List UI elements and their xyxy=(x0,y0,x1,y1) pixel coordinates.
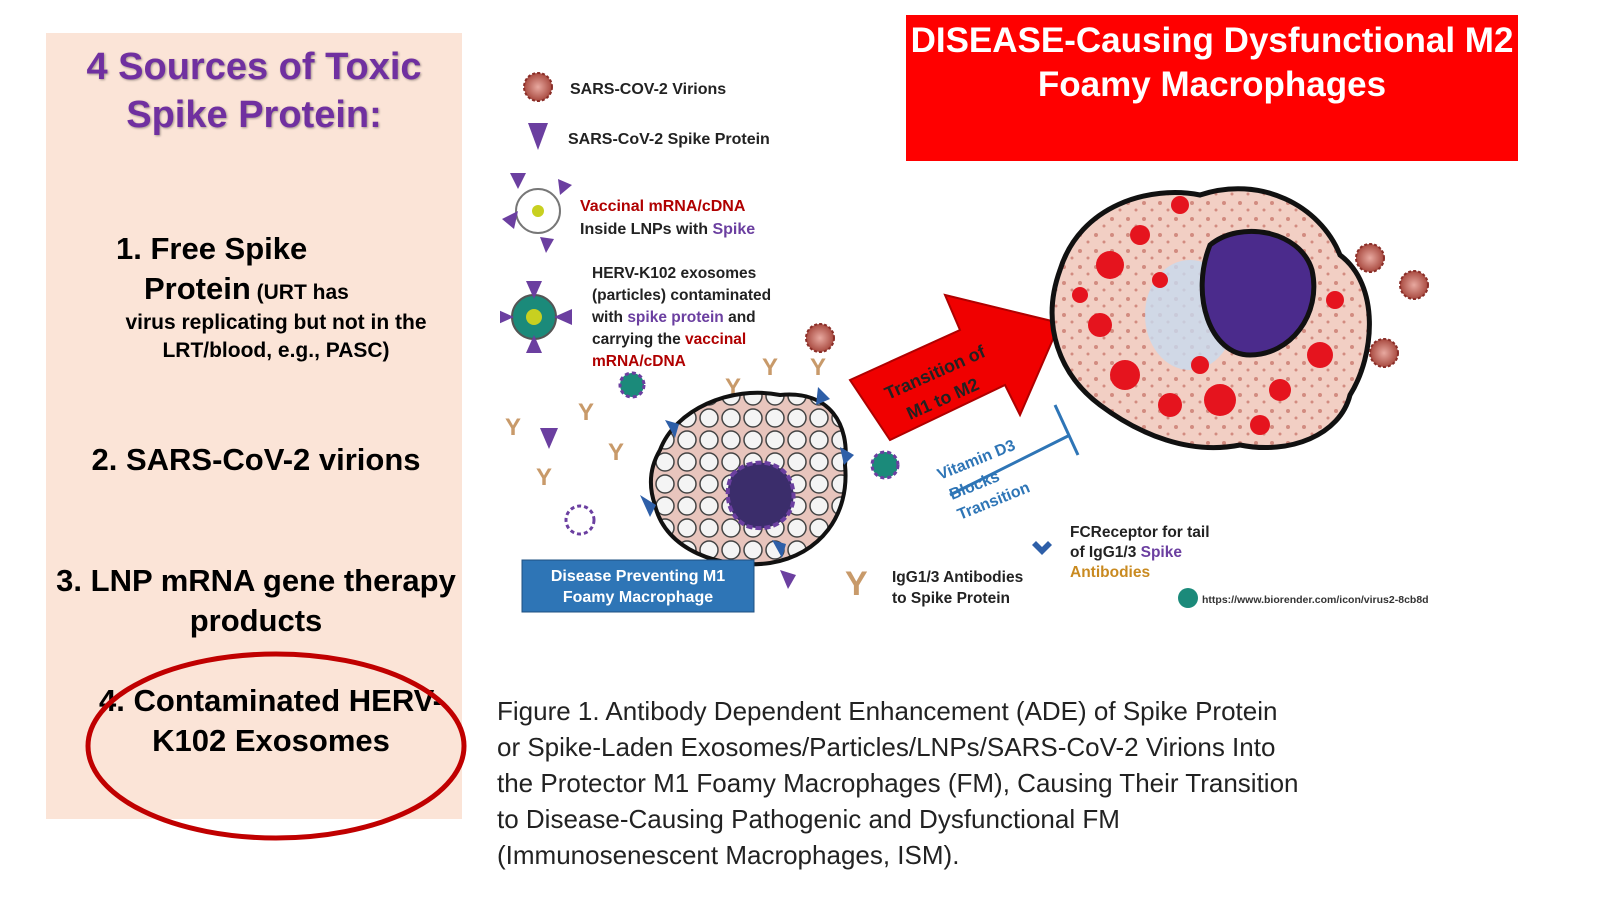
credit-virus-icon xyxy=(1178,588,1198,608)
svg-text:Y: Y xyxy=(810,354,826,381)
highlight-circle xyxy=(85,651,467,841)
legend-herv-4: carrying the vaccinal xyxy=(592,331,746,348)
caption-line-3: the Protector M1 Foamy Macrophages (FM),… xyxy=(497,768,1299,798)
m1-macrophage-cell xyxy=(640,387,854,567)
fc-label-3: Antibodies xyxy=(1070,564,1150,581)
disease-banner: DISEASE-Causing Dysfunctional M2 Foamy M… xyxy=(906,15,1518,161)
source-2-text: 2. SARS-CoV-2 virions xyxy=(91,442,421,477)
m2-macrophage-cell xyxy=(1049,186,1429,451)
legend-lnp-2: Inside LNPs with Spike xyxy=(580,221,755,238)
legend-spike: SARS-CoV-2 Spike Protein xyxy=(568,131,770,148)
left-panel: 4 Sources of Toxic Spike Protein: 1. Fre… xyxy=(46,33,462,819)
source-4-text: 4. Contaminated HERV-K102 Exosomes xyxy=(99,683,443,758)
legend-herv-5: mRNA/cDNA xyxy=(592,353,686,370)
lnp-icon xyxy=(502,173,572,253)
igg-label-2: to Spike Protein xyxy=(892,590,1010,607)
igg-label-1: IgG1/3 Antibodies xyxy=(892,569,1023,586)
fc-receptor-icon xyxy=(1032,541,1052,555)
spike-icon xyxy=(528,123,548,150)
source-item-4: 4. Contaminated HERV-K102 Exosomes xyxy=(86,681,456,761)
source-1-sub: virus replicating but not in the LRT/blo… xyxy=(125,311,427,362)
virion-icon xyxy=(523,72,553,102)
legend-herv-2: (particles) contaminated xyxy=(592,287,771,304)
svg-text:Y: Y xyxy=(762,354,778,381)
svg-text:Y: Y xyxy=(608,439,624,466)
caption-line-4: to Disease-Causing Pathogenic and Dysfun… xyxy=(497,804,1120,834)
source-item-1: 1. Free Spike Protein (URT has virus rep… xyxy=(116,229,427,365)
figure-caption: Figure 1. Antibody Dependent Enhancement… xyxy=(497,693,1457,873)
svg-text:Y: Y xyxy=(578,399,594,426)
fc-label-1: FCReceptor for tail xyxy=(1070,524,1210,541)
source-3-text: 3. LNP mRNA gene therapy products xyxy=(56,563,456,638)
legend-lnp-1: Vaccinal mRNA/cDNA xyxy=(580,198,746,215)
legend: SARS-COV-2 Virions SARS-CoV-2 Spike Prot… xyxy=(500,72,771,370)
caption-line-5: (Immunosenescent Macrophages, ISM). xyxy=(497,840,960,870)
ade-diagram: SARS-COV-2 Virions SARS-CoV-2 Spike Prot… xyxy=(500,72,1429,613)
credit-url: https://www.biorender.com/icon/virus2-8c… xyxy=(1202,594,1429,606)
svg-text:Y: Y xyxy=(536,464,552,491)
source-item-2: 2. SARS-CoV-2 virions xyxy=(86,440,426,480)
herv-exosome-icon xyxy=(500,281,572,353)
panel-title: 4 Sources of Toxic Spike Protein: xyxy=(86,46,422,136)
m1-label-1: Disease Preventing M1 xyxy=(551,568,725,585)
caption-line-1: Figure 1. Antibody Dependent Enhancement… xyxy=(497,696,1278,726)
source-1-head: 1. Free Spike xyxy=(116,231,308,266)
legend-herv-1: HERV-K102 exosomes xyxy=(592,265,756,282)
caption-line-2: or Spike-Laden Exosomes/Particles/LNPs/S… xyxy=(497,732,1276,762)
legend-herv-3: with spike protein and xyxy=(591,309,756,326)
svg-text:Y: Y xyxy=(505,414,521,441)
source-1-head2: Protein xyxy=(144,271,251,306)
m1-label-box: Disease Preventing M1 Foamy Macrophage xyxy=(521,559,755,613)
scattered-particles: Y Y Y Y Y Y Y xyxy=(505,323,900,589)
fc-label-2: of IgG1/3 Spike xyxy=(1070,544,1182,561)
source-item-3: 3. LNP mRNA gene therapy products xyxy=(56,561,456,641)
vitamin-d-block: Vitamin D3 Blocks Transition xyxy=(935,404,1080,524)
transition-arrow: Transition of M1 to M2 xyxy=(848,293,1062,442)
source-1-note: (URT has xyxy=(250,281,349,304)
m1-label-2: Foamy Macrophage xyxy=(563,589,713,606)
legend-virions: SARS-COV-2 Virions xyxy=(570,81,726,98)
antibody-icon: Y xyxy=(845,565,868,603)
